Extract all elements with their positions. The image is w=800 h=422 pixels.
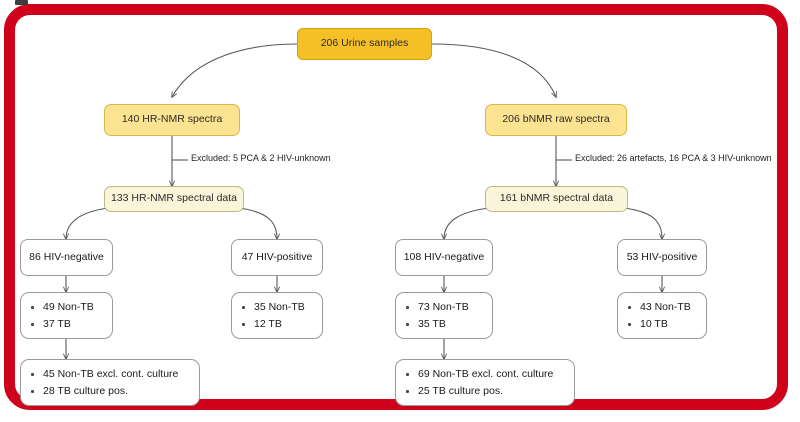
node-bnmr-raw-spectra[interactable]: 206 bNMR raw spectra — [485, 104, 627, 136]
list-item: 45 Non-TB excl. cont. culture — [29, 366, 189, 383]
node-hr-hiv-negative-counts[interactable]: 49 Non-TB 37 TB — [20, 292, 113, 339]
edge-label-hr-excluded: Excluded: 5 PCA & 2 HIV-unknown — [191, 153, 331, 163]
count-list: 49 Non-TB 37 TB — [29, 299, 102, 333]
list-item: 49 Non-TB — [29, 299, 102, 316]
node-bnmr-hiv-negative-culture[interactable]: 69 Non-TB excl. cont. culture 25 TB cult… — [395, 359, 575, 406]
node-hr-hiv-positive-counts[interactable]: 35 Non-TB 12 TB — [231, 292, 323, 339]
list-item: 69 Non-TB excl. cont. culture — [404, 366, 564, 383]
node-hr-hiv-negative[interactable]: 86 HIV-negative — [20, 239, 113, 276]
node-hr-hiv-negative-culture[interactable]: 45 Non-TB excl. cont. culture 28 TB cult… — [20, 359, 200, 406]
edge-label-bnmr-excluded: Excluded: 26 artefacts, 16 PCA & 3 HIV-u… — [575, 153, 772, 163]
list-item: 35 TB — [404, 316, 482, 333]
node-bnmr-hiv-negative[interactable]: 108 HIV-negative — [395, 239, 493, 276]
list-item: 73 Non-TB — [404, 299, 482, 316]
count-list: 73 Non-TB 35 TB — [404, 299, 482, 333]
list-item: 43 Non-TB — [626, 299, 696, 316]
top-edge-marker — [15, 0, 28, 5]
node-label: 108 HIV-negative — [403, 250, 485, 263]
list-item: 28 TB culture pos. — [29, 383, 189, 400]
node-label: 161 bNMR spectral data — [499, 192, 614, 205]
node-label: 133 HR-NMR spectral data — [110, 192, 238, 205]
list-item: 12 TB — [240, 316, 312, 333]
node-hr-nmr-spectral-data[interactable]: 133 HR-NMR spectral data — [104, 186, 244, 212]
node-label: 47 HIV-positive — [241, 250, 313, 263]
list-item: 35 Non-TB — [240, 299, 312, 316]
node-label: 86 HIV-negative — [29, 250, 104, 263]
count-list: 45 Non-TB excl. cont. culture 28 TB cult… — [29, 366, 189, 400]
count-list: 69 Non-TB excl. cont. culture 25 TB cult… — [404, 366, 564, 400]
node-label: 206 bNMR raw spectra — [502, 113, 610, 126]
node-label: 140 HR-NMR spectra — [121, 113, 223, 126]
node-root-urine-samples[interactable]: 206 Urine samples — [297, 28, 432, 60]
node-bnmr-hiv-positive-counts[interactable]: 43 Non-TB 10 TB — [617, 292, 707, 339]
node-label: 206 Urine samples — [320, 37, 409, 50]
list-item: 25 TB culture pos. — [404, 383, 564, 400]
node-hr-nmr-spectra[interactable]: 140 HR-NMR spectra — [104, 104, 240, 136]
node-bnmr-hiv-positive[interactable]: 53 HIV-positive — [617, 239, 707, 276]
count-list: 35 Non-TB 12 TB — [240, 299, 312, 333]
count-list: 43 Non-TB 10 TB — [626, 299, 696, 333]
node-label: 53 HIV-positive — [626, 250, 698, 263]
list-item: 37 TB — [29, 316, 102, 333]
node-hr-hiv-positive[interactable]: 47 HIV-positive — [231, 239, 323, 276]
node-bnmr-spectral-data[interactable]: 161 bNMR spectral data — [485, 186, 628, 212]
node-bnmr-hiv-negative-counts[interactable]: 73 Non-TB 35 TB — [395, 292, 493, 339]
list-item: 10 TB — [626, 316, 696, 333]
